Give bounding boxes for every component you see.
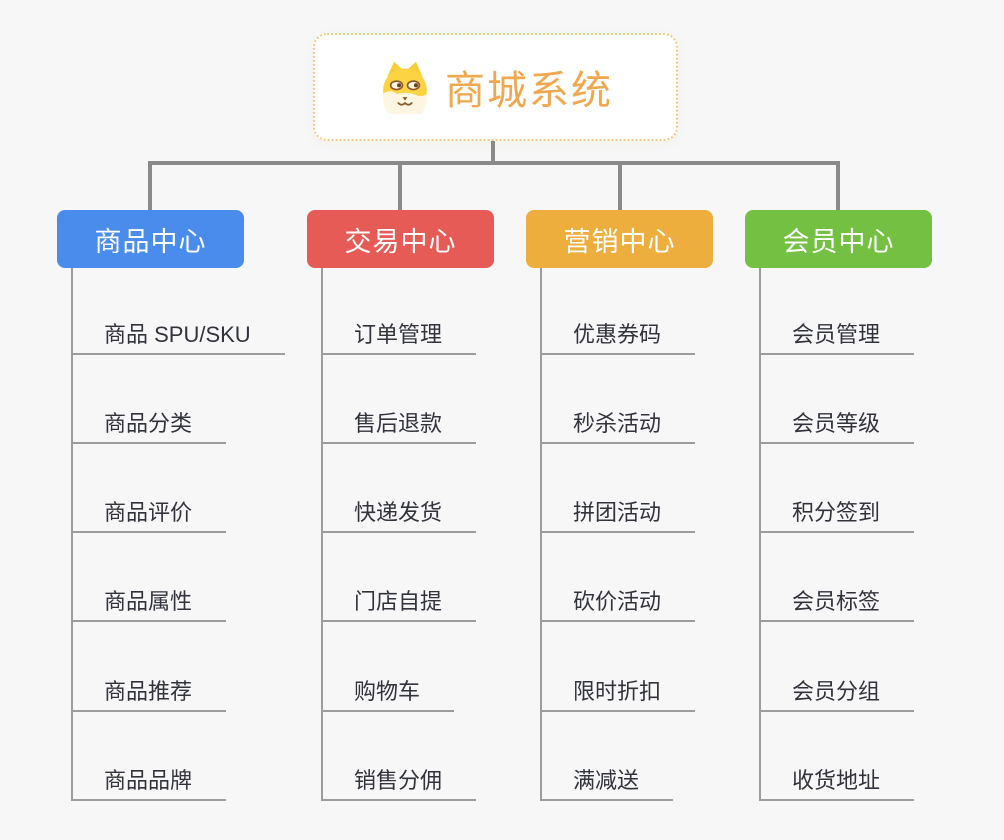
leaf-node[interactable]: 销售分佣 [321,763,477,801]
leaf-node[interactable]: 积分签到 [759,495,915,533]
leaf-node[interactable]: 商品评价 [71,495,227,533]
leaf-label: 售后退款 [354,410,443,436]
leaf-node[interactable]: 砍价活动 [540,584,696,622]
connector-drop-3 [618,163,622,210]
leaf-label: 销售分佣 [354,767,443,793]
branch-4-child-line [759,268,761,801]
leaf-label: 订单管理 [354,321,443,347]
leaf-node[interactable]: 商品属性 [71,584,227,622]
branch-3-child-line [540,268,542,801]
leaf-node[interactable]: 商品分类 [71,406,227,444]
leaf-label: 商品评价 [104,499,193,525]
connector-bus [148,161,840,165]
leaf-node[interactable]: 秒杀活动 [540,406,696,444]
leaf-node[interactable]: 会员等级 [759,406,915,444]
leaf-label: 购物车 [354,678,421,704]
branch-node-product-center[interactable]: 商品中心 [57,210,244,268]
leaf-label: 商品分类 [104,410,193,436]
branch-node-marketing-center[interactable]: 营销中心 [526,210,713,268]
leaf-label: 商品属性 [104,588,193,614]
leaf-label: 砍价活动 [573,588,662,614]
leaf-node[interactable]: 售后退款 [321,406,477,444]
leaf-node[interactable]: 购物车 [321,674,455,712]
connector-root-stem [491,139,495,165]
leaf-label: 收货地址 [792,767,881,793]
leaf-node[interactable]: 商品推荐 [71,674,227,712]
leaf-node[interactable]: 门店自提 [321,584,477,622]
branch-label: 营销中心 [563,226,676,257]
dog-face-icon [383,61,427,114]
leaf-label: 商品推荐 [104,678,193,704]
leaf-label: 会员标签 [792,588,881,614]
branch-1-child-line [71,268,73,801]
leaf-label: 优惠券码 [573,321,662,347]
branch-label: 商品中心 [94,226,207,257]
connector-drop-2 [398,163,402,210]
leaf-node[interactable]: 商品品牌 [71,763,227,801]
leaf-label: 限时折扣 [573,678,662,704]
branch-label: 会员中心 [782,226,895,257]
leaf-node[interactable]: 会员管理 [759,317,915,355]
leaf-label: 拼团活动 [573,499,662,525]
leaf-label: 商品 SPU/SKU [104,321,251,347]
leaf-node[interactable]: 订单管理 [321,317,477,355]
branch-node-trade-center[interactable]: 交易中心 [307,210,494,268]
leaf-node[interactable]: 会员分组 [759,674,915,712]
leaf-node[interactable]: 商品 SPU/SKU [71,317,285,355]
leaf-label: 会员等级 [792,410,881,436]
branch-node-member-center[interactable]: 会员中心 [745,210,932,268]
leaf-node[interactable]: 拼团活动 [540,495,696,533]
root-node[interactable]: 商城系统 [313,33,678,141]
leaf-label: 会员管理 [792,321,881,347]
leaf-label: 满减送 [573,767,640,793]
leaf-node[interactable]: 会员标签 [759,584,915,622]
leaf-node[interactable]: 满减送 [540,763,674,801]
connector-drop-4 [836,163,840,210]
leaf-node[interactable]: 优惠券码 [540,317,696,355]
leaf-label: 快递发货 [354,499,443,525]
leaf-label: 秒杀活动 [573,410,662,436]
leaf-label: 积分签到 [792,499,881,525]
branch-2-child-line [321,268,323,801]
leaf-label: 会员分组 [792,678,881,704]
root-title: 商城系统 [445,69,613,113]
leaf-node[interactable]: 收货地址 [759,763,915,801]
leaf-node[interactable]: 限时折扣 [540,674,696,712]
leaf-label: 门店自提 [354,588,443,614]
branch-label: 交易中心 [344,226,457,257]
leaf-label: 商品品牌 [104,767,193,793]
connector-drop-1 [148,163,152,210]
leaf-node[interactable]: 快递发货 [321,495,477,533]
